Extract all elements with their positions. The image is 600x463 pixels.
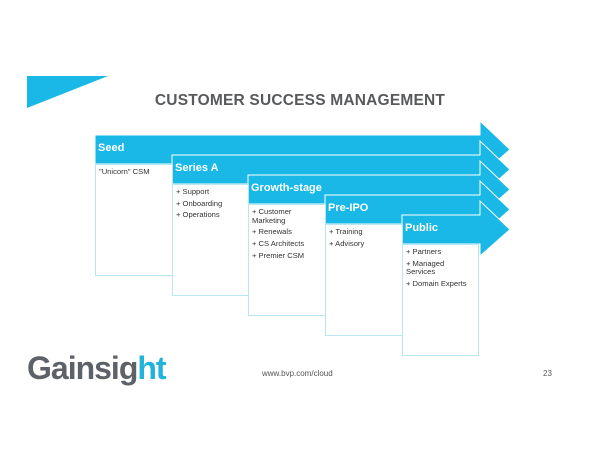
stage-item: + Support	[176, 187, 210, 196]
stage-item: + Partners	[406, 247, 442, 256]
stage-box: + Partners + Managed Services + Domain Exp…	[402, 244, 479, 356]
corner-triangle	[27, 76, 108, 108]
stage-label: Seed	[98, 142, 125, 154]
gainsight-logo: Gainsight	[27, 350, 167, 387]
stage-box: "Unicorn" CSM	[95, 164, 173, 276]
logo-accent-text: ht	[137, 350, 166, 386]
stage-label: Pre-IPO	[328, 202, 369, 214]
stage-item: + Onboarding	[176, 198, 223, 208]
stage-item: + Advisory	[329, 238, 365, 248]
stage-box: + Training + Advisory	[325, 224, 403, 336]
stage-item: + Renewals	[252, 227, 292, 237]
stage-item: + Customer Marketing	[252, 207, 292, 225]
stage-item: + Operations	[176, 210, 220, 220]
stage-item: + Training	[329, 227, 363, 236]
stage-box: + Customer Marketing + Renewals + CS Archi…	[248, 204, 326, 316]
stage-item: "Unicorn" CSM	[99, 167, 150, 176]
stage-label: Growth-stage	[251, 182, 322, 194]
stage-item: + CS Architects	[252, 239, 305, 249]
stage-box: + Support + Onboarding + Operations	[172, 184, 249, 296]
stage-item: + Managed Services	[406, 258, 445, 277]
stage-label: Public	[405, 222, 439, 234]
stage-item: + Domain Experts	[406, 279, 467, 289]
stage-label: Series A	[175, 162, 219, 174]
slide-title: CUSTOMER SUCCESS MANAGEMENT	[154, 92, 446, 109]
page-number: 23	[543, 369, 552, 378]
stage-item: + Premier CSM	[252, 250, 305, 260]
logo-text: Gainsig	[27, 350, 138, 386]
footer-url[interactable]: www.bvp.com/cloud	[262, 369, 333, 378]
